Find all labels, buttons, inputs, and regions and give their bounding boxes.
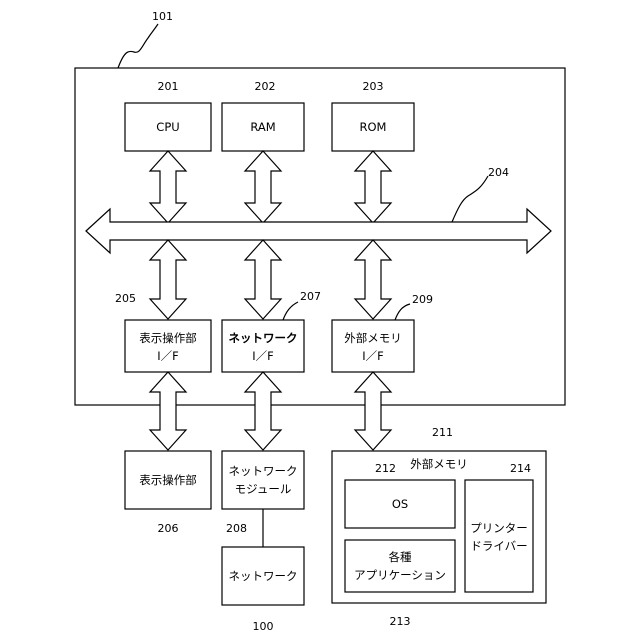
ref-101: 101 xyxy=(152,10,173,23)
display-if-label-2: I／F xyxy=(157,349,179,363)
printer-driver-label-1: プリンター xyxy=(470,521,528,535)
ref-203: 203 xyxy=(363,80,384,93)
applications-box xyxy=(345,540,455,592)
ref-206: 206 xyxy=(158,522,179,535)
display-unit-label: 表示操作部 xyxy=(139,473,197,487)
network-if-label-1: ネットワーク xyxy=(229,331,298,345)
rom-label: ROM xyxy=(360,120,387,134)
network-module-label-2: モジュール xyxy=(235,482,292,496)
ref-213: 213 xyxy=(390,615,411,628)
ref-209: 209 xyxy=(412,293,433,306)
network-module-box xyxy=(222,451,304,509)
network-module-label-1: ネットワーク xyxy=(229,464,298,478)
applications-label-2: アプリケーション xyxy=(354,568,446,582)
ref-204: 204 xyxy=(488,166,509,179)
ref-205: 205 xyxy=(115,292,136,305)
display-if-label-1: 表示操作部 xyxy=(139,331,197,345)
network-label: ネットワーク xyxy=(229,569,298,583)
network-if-box xyxy=(222,320,304,372)
printer-driver-label-2: ドライバー xyxy=(470,539,527,553)
ext-memory-if-label-2: I／F xyxy=(362,349,384,363)
ref-207: 207 xyxy=(300,290,321,303)
ref-100: 100 xyxy=(253,620,274,633)
ref-202: 202 xyxy=(255,80,276,93)
ref-211: 211 xyxy=(432,426,453,439)
os-label: OS xyxy=(392,497,408,511)
ram-label: RAM xyxy=(250,120,275,134)
printer-driver-box xyxy=(465,480,533,592)
display-if-box xyxy=(125,320,211,372)
ext-memory-label: 外部メモリ xyxy=(410,457,468,471)
ext-memory-if-label-1: 外部メモリ xyxy=(344,331,402,345)
ref-214: 214 xyxy=(510,462,531,475)
ref-201: 201 xyxy=(158,80,179,93)
ref-208: 208 xyxy=(226,522,247,535)
ref-212: 212 xyxy=(375,462,396,475)
cpu-label: CPU xyxy=(156,120,179,134)
network-if-label-2: I／F xyxy=(252,349,274,363)
ext-memory-if-box xyxy=(332,320,414,372)
system-leader-line xyxy=(118,24,158,68)
applications-label-1: 各種 xyxy=(389,550,412,564)
